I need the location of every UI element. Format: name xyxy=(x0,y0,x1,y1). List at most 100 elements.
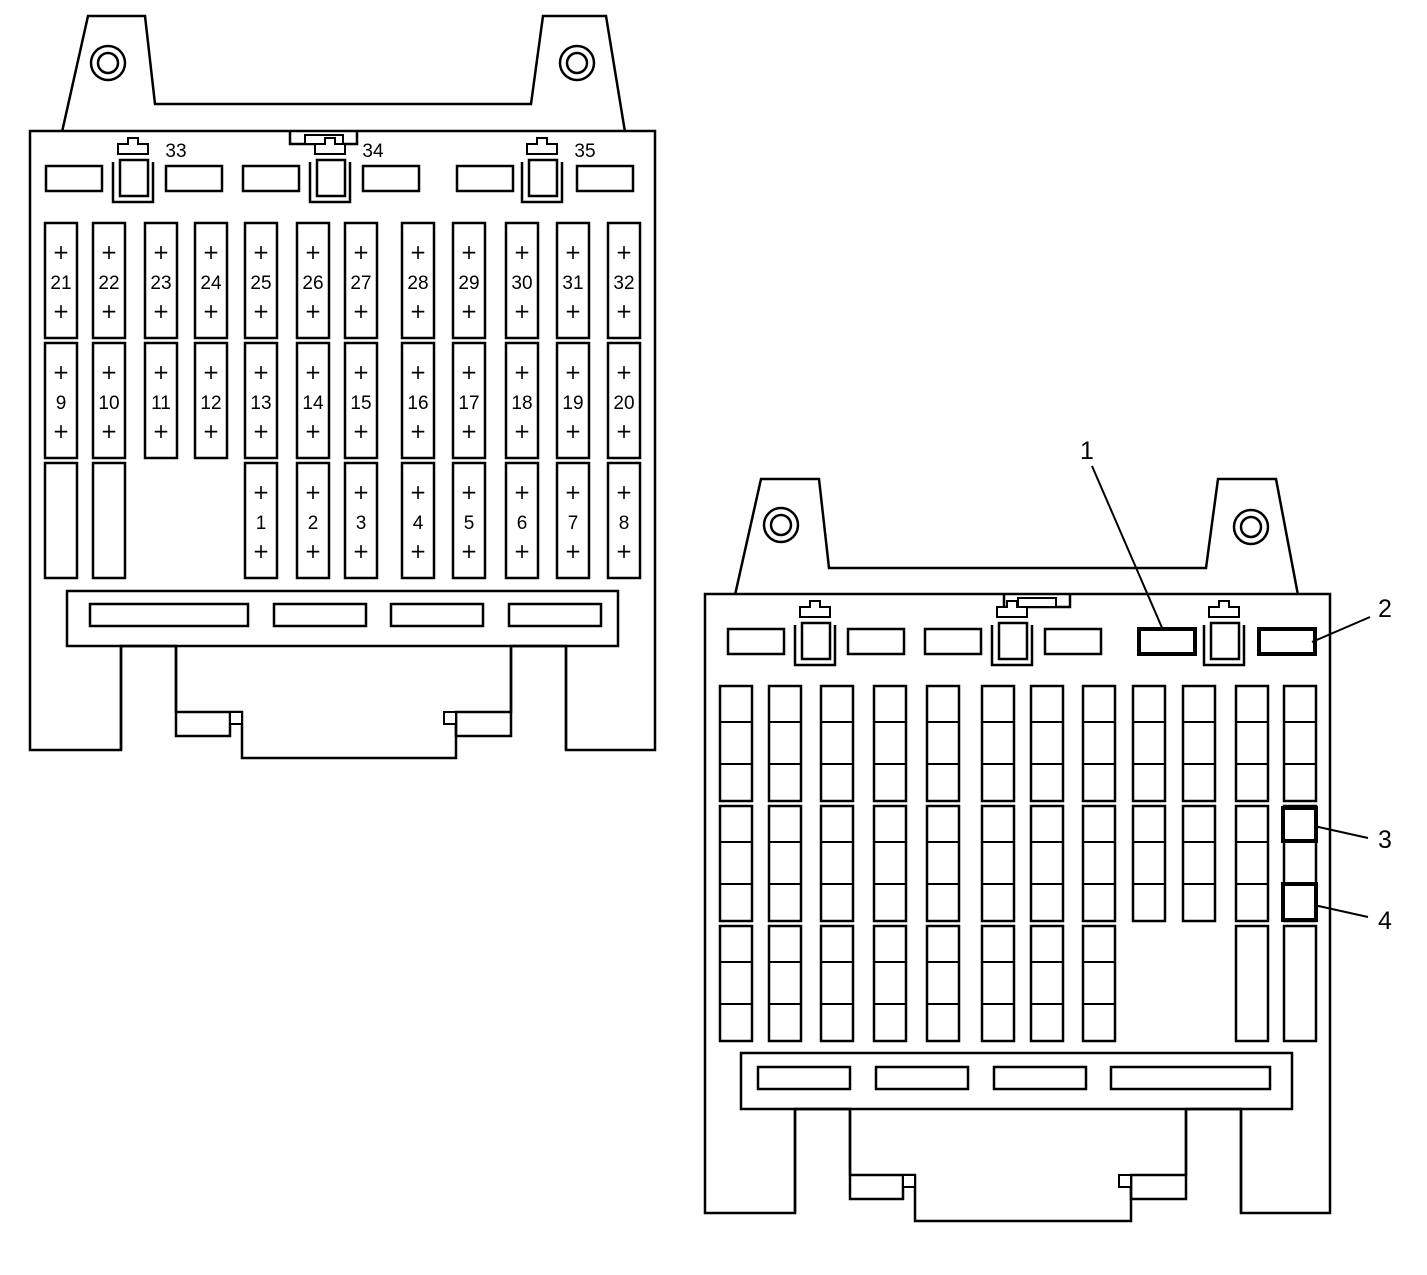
fuse-terminal-plus: + xyxy=(514,360,531,384)
callout-1: 1 xyxy=(1080,437,1164,631)
right-fuse-block: 1 2 3 4 xyxy=(703,437,1392,1223)
relay-label: 35 xyxy=(574,141,595,162)
fuse-slot: +16 + xyxy=(400,341,436,460)
fuse-slot: +11 + xyxy=(143,341,179,460)
relay-slot xyxy=(164,164,224,193)
fuse-terminal-plus: + xyxy=(153,419,170,443)
relay-slot xyxy=(455,164,515,193)
fuse-terminal-plus: + xyxy=(353,240,370,264)
fuse-slot: +21+ xyxy=(43,221,79,340)
fuse-terminal-plus: + xyxy=(305,299,322,323)
fuse-terminal-plus: + xyxy=(410,360,427,384)
fuse-terminal-plus: + xyxy=(101,419,118,443)
right-fuse-grid xyxy=(718,684,1318,1043)
fuse-number: 16 xyxy=(407,393,428,414)
fuse-slot: +12+ xyxy=(193,341,229,460)
fuse-number: 4 xyxy=(413,513,424,534)
fuse-slot: +28+ xyxy=(400,221,436,340)
fuse-terminal-plus: + xyxy=(253,539,270,563)
callout-3: 3 xyxy=(1313,825,1392,854)
relay xyxy=(793,600,837,667)
relay-slot xyxy=(361,164,421,193)
svg-text:4: 4 xyxy=(1378,907,1392,935)
fuse-number: 12 xyxy=(200,393,221,414)
fuse-slot: +31+ xyxy=(555,221,591,340)
fuse-terminal-plus: + xyxy=(53,299,70,323)
fuse-slot xyxy=(718,684,754,803)
fuse-number: 28 xyxy=(407,273,428,294)
fuse-slot xyxy=(819,684,855,803)
right-mounting-bracket xyxy=(733,477,1300,597)
fuse-slot xyxy=(767,924,803,1043)
fuse-terminal-plus: + xyxy=(253,299,270,323)
fuse-number: 8 xyxy=(619,513,630,534)
callout-2: 2 xyxy=(1311,595,1392,643)
fuse-terminal-plus: + xyxy=(616,299,633,323)
fuse-number: 31 xyxy=(562,273,583,294)
fuse-number: 13 xyxy=(250,393,271,414)
fuse-slot xyxy=(1081,804,1117,923)
fuse-terminal-plus: + xyxy=(565,360,582,384)
fuse-terminal-plus: + xyxy=(514,299,531,323)
relay-slot xyxy=(44,164,104,193)
fuse-terminal-plus: + xyxy=(353,419,370,443)
left-relay-row: 33 34 35 xyxy=(44,137,635,204)
fuse-slot xyxy=(1029,804,1065,923)
fuse-slot: +7+ xyxy=(555,461,591,580)
fuse-terminal-plus: + xyxy=(305,419,322,443)
fuse-slot xyxy=(1029,684,1065,803)
relay xyxy=(990,600,1034,667)
left-fuse-grid: +21++22++23++24++25++26++27++28++29++30+… xyxy=(43,221,642,580)
fuse-number: 1 xyxy=(256,513,267,534)
relay-label: 34 xyxy=(362,141,384,162)
relay: 34 xyxy=(308,137,384,204)
fuse-terminal-plus: + xyxy=(253,480,270,504)
right-relay-row xyxy=(726,600,1317,667)
fuse-terminal-plus: + xyxy=(461,360,478,384)
fuse-terminal-plus: + xyxy=(353,299,370,323)
fuse-slot xyxy=(1282,924,1318,1043)
fuse-terminal-plus: + xyxy=(305,240,322,264)
fuse-slot xyxy=(872,804,908,923)
right-mounting-hole-left xyxy=(762,506,800,544)
fuse-slot xyxy=(1029,924,1065,1043)
fuse-terminal-plus: + xyxy=(153,299,170,323)
fuse-terminal-plus: + xyxy=(410,419,427,443)
left-mounting-bracket xyxy=(60,14,627,134)
fuse-number: 11 xyxy=(151,393,171,414)
fuse-slot xyxy=(1234,804,1270,923)
fuse-terminal-plus: + xyxy=(253,419,270,443)
fuse-terminal-plus: + xyxy=(53,419,70,443)
fuse-number: 30 xyxy=(511,273,532,294)
fuse-slot xyxy=(872,924,908,1043)
relay-label: 33 xyxy=(165,141,186,162)
fuse-terminal-plus: + xyxy=(101,360,118,384)
fuse-terminal-plus: + xyxy=(461,419,478,443)
fuse-slot xyxy=(43,461,79,580)
fuse-number: 23 xyxy=(150,273,171,294)
fuse-terminal-plus: + xyxy=(305,480,322,504)
fuse-terminal-plus: + xyxy=(514,240,531,264)
fuse-number: 29 xyxy=(458,273,479,294)
fuse-terminal-plus: + xyxy=(53,360,70,384)
relay-slot xyxy=(923,627,983,656)
fuse-slot xyxy=(767,684,803,803)
fuse-number: 27 xyxy=(350,273,371,294)
fuse-slot xyxy=(980,684,1016,803)
fuse-terminal-plus: + xyxy=(153,360,170,384)
fuse-slot xyxy=(925,924,961,1043)
fuse-number: 18 xyxy=(511,393,532,414)
fuse-slot xyxy=(1081,684,1117,803)
fuse-slot xyxy=(1081,924,1117,1043)
fuse-slot: +23+ xyxy=(143,221,179,340)
fuse-slot: +15+ xyxy=(343,341,379,460)
fuse-number: 20 xyxy=(613,393,634,414)
fuse-slot: +20+ xyxy=(606,341,642,460)
fuse-slot: +29+ xyxy=(451,221,487,340)
fuse-terminal-plus: + xyxy=(461,539,478,563)
fuse-slot: +6+ xyxy=(504,461,540,580)
fuse-terminal-plus: + xyxy=(616,480,633,504)
fuse-number: 6 xyxy=(517,513,528,534)
fuse-slot: +4+ xyxy=(400,461,436,580)
